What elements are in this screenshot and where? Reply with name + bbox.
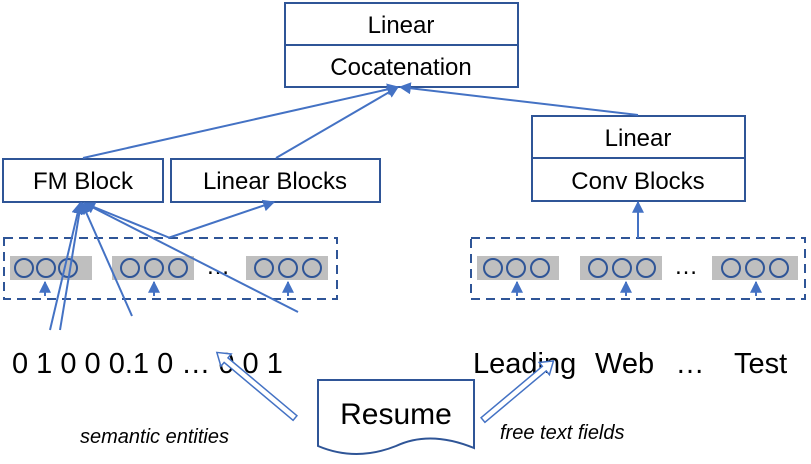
embedding-unit bbox=[10, 256, 92, 280]
arrow-embedding-to-linearblocks bbox=[167, 199, 276, 239]
right-stack: Linear Conv Blocks bbox=[531, 115, 746, 202]
concatenation-label: Cocatenation bbox=[330, 54, 471, 81]
caption-free-text-fields: free text fields bbox=[500, 422, 625, 444]
arrow-rightlinear-to-concat bbox=[398, 82, 639, 116]
caption-semantic-entities: semantic entities bbox=[80, 426, 229, 448]
resume-label: Resume bbox=[340, 398, 452, 431]
linear-blocks-label: Linear Blocks bbox=[203, 168, 347, 195]
conv-blocks-box bbox=[531, 157, 746, 202]
right-linear-label: Linear bbox=[605, 125, 672, 152]
top-stack: Linear Cocatenation bbox=[284, 2, 519, 88]
left-embedding-units: … bbox=[10, 253, 328, 280]
conv-blocks-label: Conv Blocks bbox=[571, 168, 704, 195]
left-blocks: FM Block Linear Blocks bbox=[2, 158, 381, 203]
embedding-unit bbox=[580, 256, 662, 280]
hollow-arrows bbox=[215, 351, 555, 424]
embedding-unit bbox=[477, 256, 559, 280]
connector-arrows bbox=[39, 82, 762, 331]
hollow-arrow-right bbox=[480, 359, 555, 424]
arrow-fm-to-concat bbox=[82, 83, 400, 159]
arrow-linear-to-concat bbox=[275, 86, 400, 159]
linear-blocks-box bbox=[170, 158, 381, 203]
token-leading: Leading bbox=[473, 348, 576, 380]
fm-block-label: FM Block bbox=[33, 168, 134, 195]
concatenation-box bbox=[284, 44, 519, 88]
embedding-unit bbox=[112, 256, 194, 280]
token-ellipsis: … bbox=[676, 348, 705, 380]
token-test: Test bbox=[734, 348, 787, 380]
embedding-unit bbox=[246, 256, 328, 280]
top-linear-label: Linear bbox=[368, 12, 435, 39]
resume-document: Resume bbox=[317, 379, 475, 455]
hollow-arrow-left bbox=[215, 351, 298, 422]
token-web: Web bbox=[595, 348, 654, 380]
embedding-unit bbox=[712, 256, 798, 280]
top-linear-box bbox=[284, 2, 519, 46]
right-embedding-ellipsis: … bbox=[674, 253, 698, 280]
right-embedding-units: … bbox=[477, 253, 798, 280]
